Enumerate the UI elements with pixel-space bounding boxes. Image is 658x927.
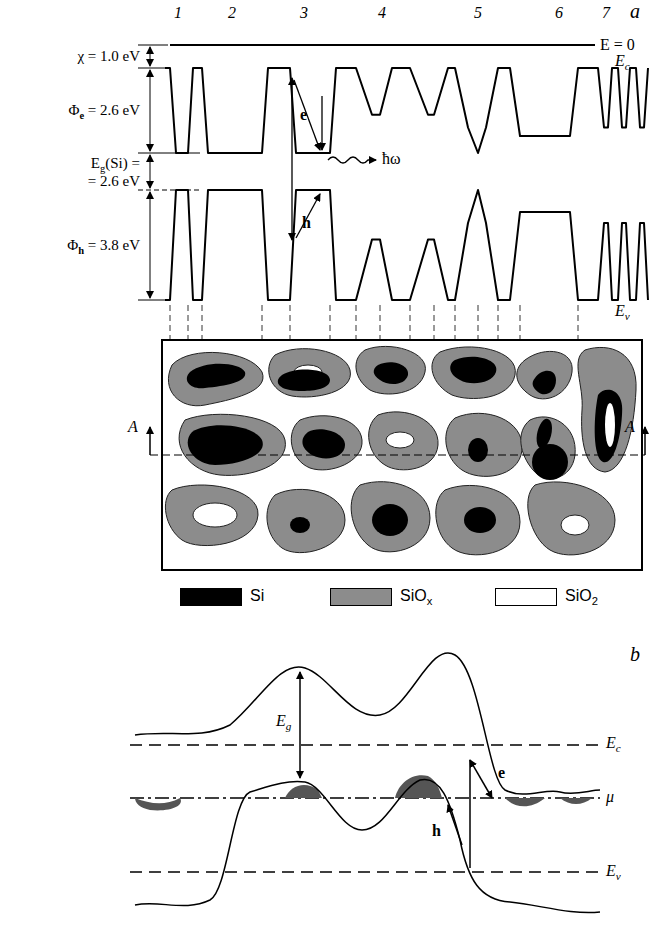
region-number: 4 [378, 4, 386, 22]
region-number: 5 [474, 4, 482, 22]
carrier-label: e [300, 106, 307, 124]
hole-barrier-label: Φh = 3.8 eV [67, 236, 140, 260]
carrier-label: e [498, 764, 505, 782]
band-edge-label: Ec [606, 734, 621, 757]
gap-value: = 2.6 eV [88, 172, 140, 190]
region-number: 2 [228, 4, 236, 22]
affinity-label: χ = 1.0 eV [77, 47, 140, 65]
region-number: 6 [555, 4, 563, 22]
region-number: 7 [602, 4, 610, 22]
band-edge-label: Ev [606, 862, 621, 885]
legend-text: SiO2 [565, 587, 598, 610]
legend-text: SiOx [400, 587, 432, 610]
fermi-level-label: μ [606, 788, 614, 806]
band-edge-label: Ev [615, 302, 630, 325]
photon-label: ħω [382, 150, 401, 168]
region-number: 1 [174, 4, 182, 22]
legend-swatch [330, 588, 392, 606]
carrier-label: h [432, 822, 441, 840]
legend-text: Si [250, 587, 264, 605]
panel-letter: a [630, 2, 640, 20]
electron-barrier-label: Φe = 2.6 eV [68, 101, 140, 125]
legend-swatch [495, 588, 557, 606]
legend-swatch [180, 588, 242, 606]
section-label: A [128, 418, 138, 436]
carrier-label: h [302, 214, 311, 232]
band-edge-label: Ec [615, 52, 630, 75]
vacuum-level-label: E = 0 [600, 36, 635, 54]
section-label: A [625, 418, 635, 436]
region-number: 3 [300, 4, 308, 22]
panel-letter: b [630, 645, 640, 663]
gap-label: Eg [276, 712, 291, 735]
